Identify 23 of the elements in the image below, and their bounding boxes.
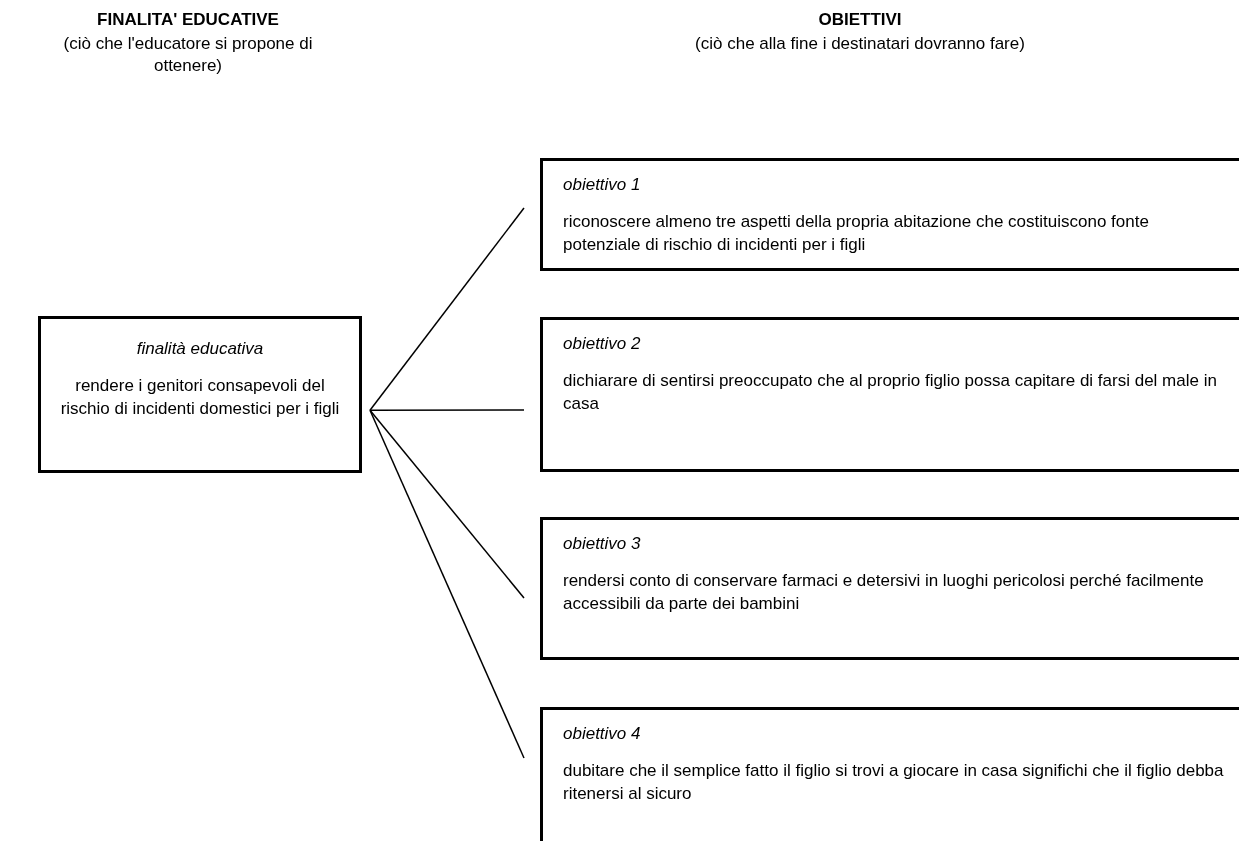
connector-line <box>369 409 525 411</box>
column-heading: OBIETTIVI <box>817 10 903 30</box>
column-subtitle: (ciò che l'educatore si propone di ottenere) <box>62 33 314 77</box>
box-text: rendere i genitori consapevoli del rischio di incidenti domestici per i figli <box>59 375 341 420</box>
column-heading: FINALITA' EDUCATIVE <box>96 10 280 30</box>
box-text: riconoscere almeno tre aspetti della propria abitazione che costituiscono fonte potenziale di rischio di incidenti per i figli <box>563 211 1150 256</box>
box-text: rendersi conto di conservare farmaci e detersivi in luoghi pericolosi perché facilmente accessibili da parte dei bambini <box>563 570 1205 615</box>
box-heading: finalità educativa <box>135 338 265 360</box>
box-heading: obiettivo 3 <box>563 533 642 555</box>
box-heading: obiettivo 1 <box>563 174 642 196</box>
box-heading: obiettivo 2 <box>563 333 642 355</box>
connector-line <box>369 207 525 411</box>
box-heading: obiettivo 4 <box>563 723 642 745</box>
box-text: dichiarare di sentirsi preoccupato che al proprio figlio possa capitare di farsi del male in casa <box>563 370 1218 415</box>
objective-box <box>540 517 1239 660</box>
column-subtitle: (ciò che alla fine i destinatari dovranno fare) <box>694 33 1026 55</box>
box-text: dubitare che il semplice fatto il figlio si trovi a giocare in casa significhi che il figlio debba ritenersi al sicuro <box>563 760 1225 805</box>
connector-line <box>369 409 525 599</box>
connector-line <box>369 409 525 759</box>
goal-box <box>38 316 362 473</box>
objective-box <box>540 158 1239 271</box>
objective-box <box>540 707 1239 841</box>
objective-box <box>540 317 1239 472</box>
